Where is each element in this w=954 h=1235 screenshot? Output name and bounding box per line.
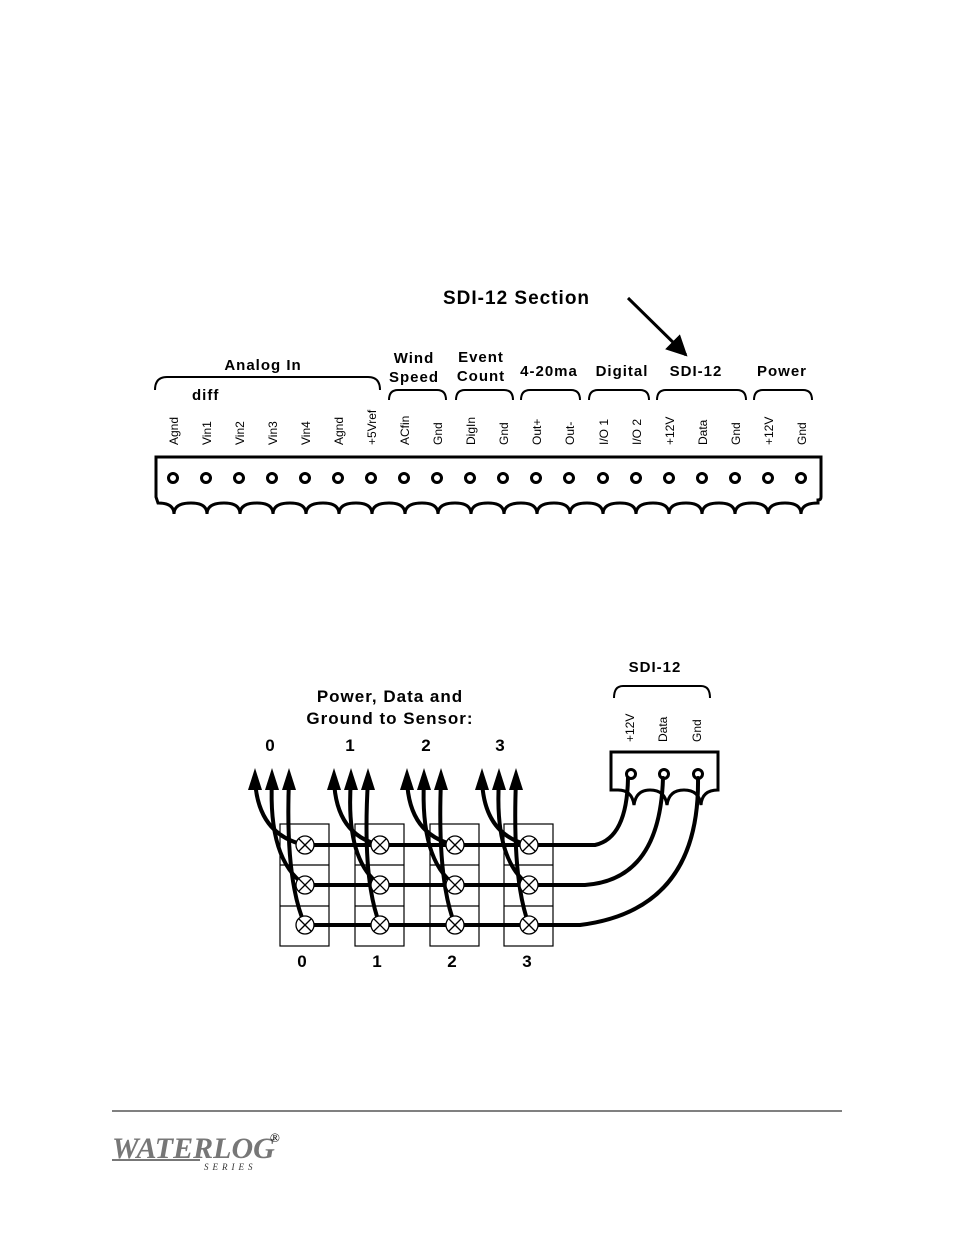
sdi12-block-label: SDI-12	[629, 659, 682, 676]
splice-screw-icon	[296, 836, 314, 854]
diff-label: diff	[192, 387, 219, 404]
splice-screw-icon	[520, 876, 538, 894]
logo-registered-mark: ®	[270, 1130, 280, 1145]
splice-screw-icon	[446, 916, 464, 934]
waterlog-logo: WATERLOG ® SERIES	[112, 1130, 280, 1172]
sdi12-terminal-label: Data	[656, 716, 670, 742]
group-label-4-20ma: 4-20ma	[520, 363, 578, 380]
sensor-wiring-diagram: Power, Data and Ground to Sensor: 0 1 2 …	[248, 659, 718, 971]
splice-screw-icon	[296, 916, 314, 934]
bracket-power	[754, 390, 812, 400]
splice-screw-icon	[371, 836, 389, 854]
terminal-label: Vin2	[233, 421, 247, 445]
sdi12-block-bracket	[614, 686, 710, 698]
arrowhead-icon	[475, 768, 489, 790]
arrowhead-icon	[344, 768, 358, 790]
terminal-label: Gnd	[497, 422, 511, 445]
terminal-label: Gnd	[729, 422, 743, 445]
group-label-power: Power	[757, 363, 807, 380]
logo-series-text: SERIES	[204, 1162, 257, 1172]
terminal-label: ACfin	[398, 416, 412, 445]
wiring-title-line1: Power, Data and	[317, 687, 463, 706]
bracket-analog-in	[155, 377, 380, 390]
terminal-label: Vin1	[200, 421, 214, 445]
terminal-label: I/O 2	[630, 419, 644, 445]
terminal-label: Out+	[530, 419, 544, 445]
terminal-label: Vin3	[266, 421, 280, 445]
arrowhead-icon	[282, 768, 296, 790]
sdi12-section-arrow	[628, 298, 686, 355]
splice-number-bottom: 3	[522, 952, 531, 971]
arrowhead-icon	[265, 768, 279, 790]
sdi12-section-label: SDI-12 Section	[443, 288, 590, 309]
logo-text: WATERLOG	[112, 1132, 275, 1165]
splice-screw-icon	[520, 916, 538, 934]
group-label-event-2: Count	[457, 368, 505, 385]
terminal-label: Agnd	[167, 417, 181, 445]
arrowhead-icon	[327, 768, 341, 790]
splice-screw-icon	[446, 836, 464, 854]
arrowhead-icon	[361, 768, 375, 790]
sensor-number-top: 1	[345, 736, 354, 755]
splice-screw-icon	[520, 836, 538, 854]
terminal-label: DigIn	[464, 417, 478, 445]
terminal-label: Agnd	[332, 417, 346, 445]
group-label-digital: Digital	[596, 363, 649, 380]
terminal-label: +5Vref	[365, 409, 379, 445]
group-label-sdi12: SDI-12	[670, 363, 723, 380]
sensor-arrowheads	[248, 768, 523, 790]
sensor-number-top: 2	[421, 736, 430, 755]
group-label-analog-in: Analog In	[224, 357, 301, 374]
group-label-event-1: Event	[458, 349, 504, 366]
splice-number-bottom: 0	[297, 952, 306, 971]
sensor-number-top: 3	[495, 736, 504, 755]
arrowhead-icon	[434, 768, 448, 790]
terminal-label: Vin4	[299, 421, 313, 445]
arrowhead-icon	[509, 768, 523, 790]
terminal-labels: Agnd Vin1 Vin2 Vin3 Vin4 Agnd +5Vref ACf…	[167, 409, 809, 445]
terminal-block	[156, 457, 821, 514]
splice-screw-icon	[446, 876, 464, 894]
arrowhead-icon	[417, 768, 431, 790]
bracket-event-count	[456, 390, 513, 400]
terminal-strip-diagram: SDI-12 Section Analog In Wind Speed Even…	[155, 288, 821, 514]
arrowhead-icon	[248, 768, 262, 790]
bracket-digital	[589, 390, 649, 400]
bracket-4-20ma	[521, 390, 580, 400]
splice-screw-icon	[371, 876, 389, 894]
group-label-wind-2: Speed	[389, 369, 439, 386]
terminal-label: +12V	[663, 417, 677, 445]
wiring-title-line2: Ground to Sensor:	[306, 709, 473, 728]
terminal-label: Out-	[563, 422, 577, 445]
splice-number-bottom: 1	[372, 952, 381, 971]
arrowhead-icon	[400, 768, 414, 790]
terminal-label: I/O 1	[597, 419, 611, 445]
terminal-label: Gnd	[431, 422, 445, 445]
sensor-number-top: 0	[265, 736, 274, 755]
splice-number-bottom: 2	[447, 952, 456, 971]
sdi12-terminal-label: +12V	[623, 714, 637, 742]
bracket-wind-speed	[389, 390, 446, 400]
terminal-label: Data	[696, 419, 710, 445]
splice-screw-icon	[296, 876, 314, 894]
sdi12-terminal-label: Gnd	[690, 719, 704, 742]
splice-screw-icon	[371, 916, 389, 934]
group-label-wind-1: Wind	[394, 350, 435, 367]
terminal-label: Gnd	[795, 422, 809, 445]
arrowhead-icon	[492, 768, 506, 790]
terminal-label: +12V	[762, 417, 776, 445]
bracket-sdi12	[657, 390, 746, 400]
